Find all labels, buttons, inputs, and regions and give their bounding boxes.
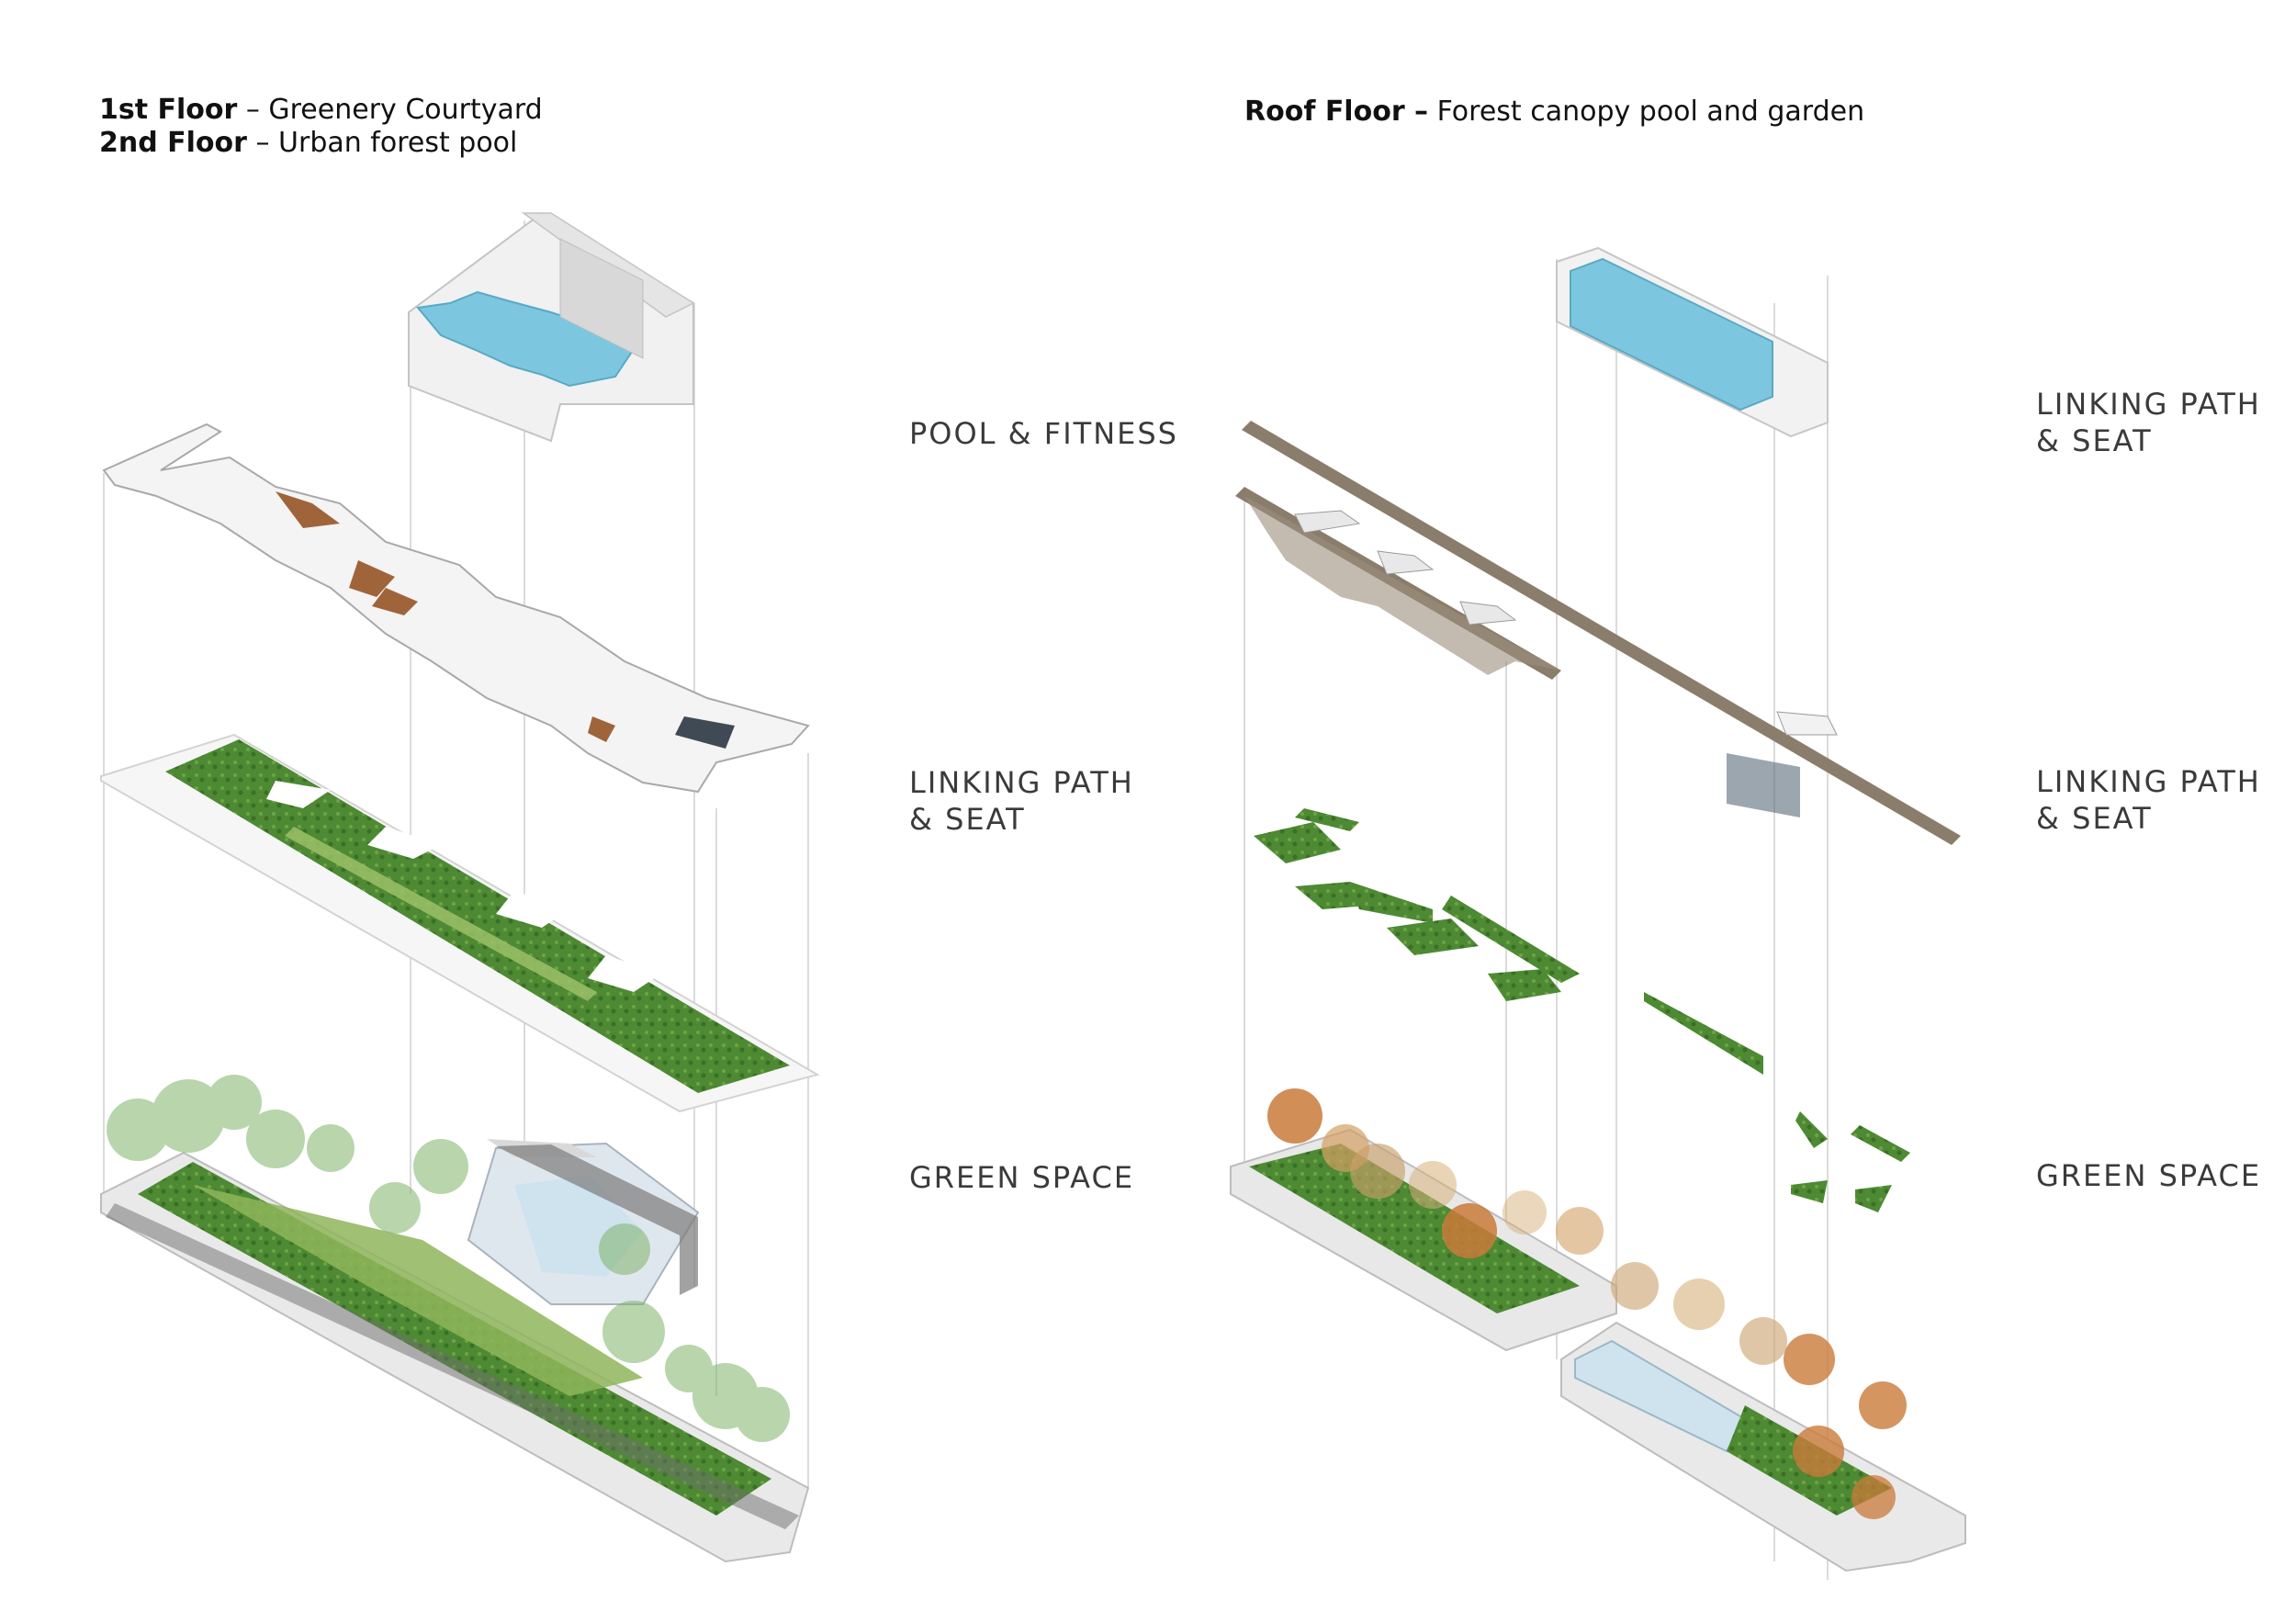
right-vertical-guides bbox=[1244, 259, 1829, 1580]
label-pool-fitness: POOL & FITNESS bbox=[909, 416, 1178, 451]
right-linking-path-layer bbox=[1235, 421, 1961, 845]
label-linking-path-right-mid: LINKING PATH& SEAT bbox=[2036, 764, 2261, 836]
left-green-path-layer bbox=[100, 733, 820, 1113]
label-green-space-right: GREEN SPACE bbox=[2036, 1158, 2262, 1193]
floor2-heading: 2nd Floor – Urban forest pool bbox=[99, 127, 518, 159]
right-roof-pool-block bbox=[1556, 246, 1829, 438]
left-pool-fitness-block bbox=[408, 211, 695, 443]
left-green-space-layer bbox=[100, 1139, 810, 1563]
label-linking-path-right-top: LINKING PATH& SEAT bbox=[2036, 387, 2261, 458]
floor1-heading: 1st Floor – Greenery Courtyard bbox=[99, 94, 543, 126]
right-trees bbox=[1267, 1088, 1907, 1519]
roof-heading: Roof Floor – Forest canopy pool and gard… bbox=[1244, 96, 1865, 128]
label-green-space-left: GREEN SPACE bbox=[909, 1160, 1135, 1195]
right-green-path-layer bbox=[1254, 808, 1910, 1212]
left-trees bbox=[107, 1075, 790, 1442]
label-linking-path-left: LINKING PATH& SEAT bbox=[909, 765, 1134, 837]
left-linking-path-layer bbox=[102, 423, 810, 794]
